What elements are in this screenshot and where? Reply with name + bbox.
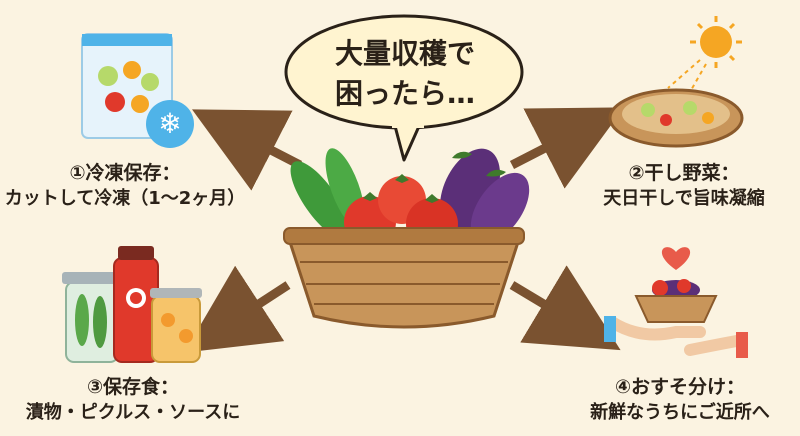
arrow-to-freeze xyxy=(191,109,303,191)
bubble-line2: 困ったら… xyxy=(334,77,475,110)
method-dry-label: ②干し野菜： 天日干しで旨味凝縮 xyxy=(568,160,800,212)
speech-bubble-text: 大量収穫で 困ったら… xyxy=(305,34,505,114)
method-share-title: ④おすそ分け： xyxy=(614,376,746,398)
arrow-to-preserve xyxy=(184,265,291,353)
method-preserve-desc: 漬物・ピクルス・ソースに xyxy=(25,402,241,423)
arrow-to-share xyxy=(509,265,621,351)
freezer-bag-icon: ❄ xyxy=(81,33,194,148)
method-freeze-label: ①冷凍保存： カットして冷凍（1〜2ヶ月） xyxy=(0,160,250,212)
method-freeze-title: ①冷凍保存： xyxy=(69,162,181,184)
method-share-label: ④おすそ分け： 新鮮なうちにご近所へ xyxy=(560,374,800,426)
arrows xyxy=(184,107,625,353)
method-dry-title: ②干し野菜： xyxy=(628,162,740,184)
preserve-jars-icon xyxy=(62,246,202,363)
arrow-to-dry xyxy=(509,107,625,189)
speech-bubble xyxy=(284,14,524,162)
drying-basket-icon xyxy=(608,16,744,148)
method-preserve-label: ③保存食： 漬物・ピクルス・ソースに xyxy=(8,374,258,426)
vegetable-basket-icon xyxy=(283,148,530,329)
method-preserve-title: ③保存食： xyxy=(86,376,180,398)
svg-text:❄: ❄ xyxy=(158,107,181,140)
bubble-line1: 大量収穫で xyxy=(334,37,475,70)
method-share-desc: 新鮮なうちにご近所へ xyxy=(590,402,770,423)
method-dry-desc: 天日干しで旨味凝縮 xyxy=(603,188,765,209)
method-freeze-desc: カットして冷凍（1〜2ヶ月） xyxy=(4,188,246,209)
sharing-hands-icon xyxy=(604,247,748,358)
